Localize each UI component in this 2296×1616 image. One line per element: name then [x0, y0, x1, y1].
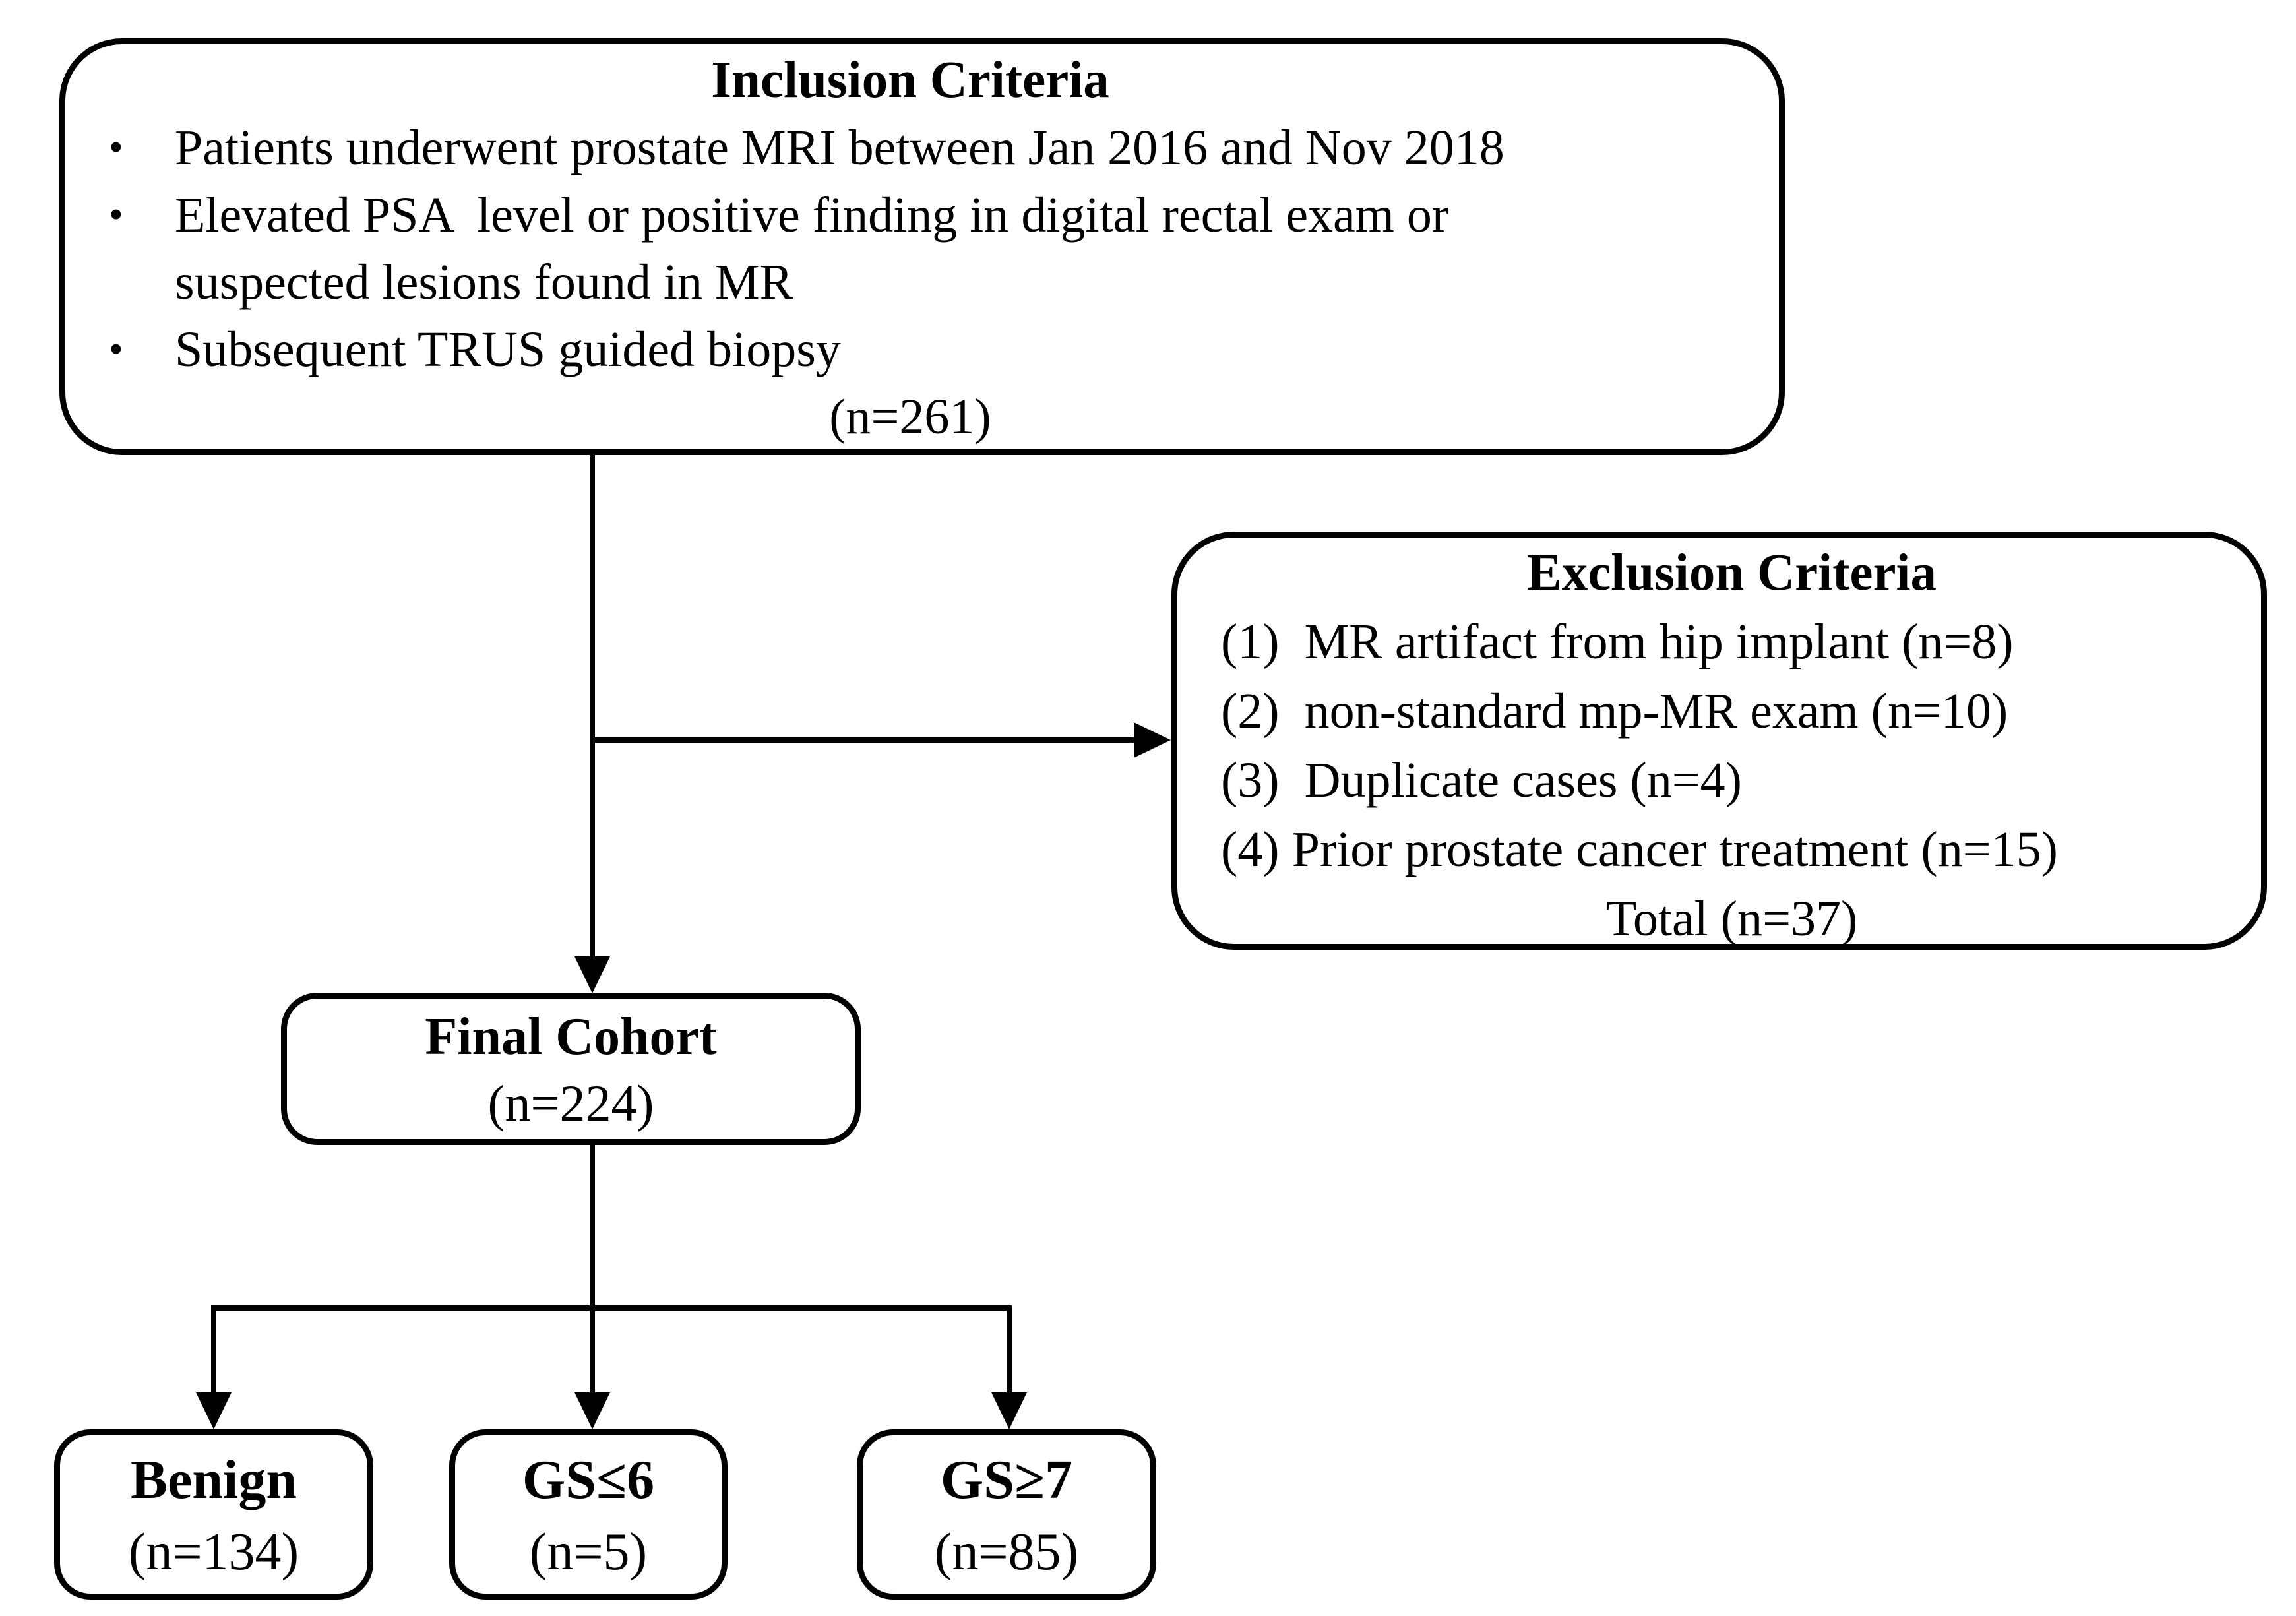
inclusion-bullet-text: Patients underwent prostate MRI between …	[175, 120, 1505, 175]
arrowhead-down-icon	[991, 1392, 1027, 1429]
inclusion-bullet-row: • Subsequent TRUS guided biopsy	[65, 316, 1755, 383]
inclusion-bullet-row: • Elevated PSA level or positive finding…	[65, 181, 1755, 316]
connector-to-benign	[211, 1305, 216, 1394]
inclusion-bullet-text: Elevated PSA level or positive finding i…	[175, 187, 1449, 310]
exclusion-total: Total (n=37)	[1605, 891, 1858, 947]
outcome-box-gs-le-6: GS≤6 (n=5)	[449, 1429, 728, 1600]
final-cohort-count: (n=224)	[487, 1074, 654, 1132]
outcome-box-gs-ge-7: GS≥7 (n=85)	[857, 1429, 1156, 1600]
connector-inclusion-to-final	[590, 454, 595, 959]
final-cohort-title: Final Cohort	[425, 1007, 717, 1066]
connector-to-gs-le-6	[590, 1311, 595, 1394]
inclusion-bullet-text: Subsequent TRUS guided biopsy	[175, 322, 841, 377]
connector-split-bar	[211, 1305, 1012, 1311]
exclusion-title: Exclusion Criteria	[1527, 544, 1937, 602]
inclusion-title: Inclusion Criteria	[711, 51, 1109, 109]
connector-to-exclusion	[590, 737, 1136, 743]
final-cohort-box: Final Cohort (n=224)	[281, 993, 861, 1145]
exclusion-item: (1) MR artifact from hip implant (n=8)	[1221, 614, 2014, 669]
exclusion-item: (4) Prior prostate cancer treatment (n=1…	[1221, 822, 2058, 877]
arrowhead-right-icon	[1134, 722, 1171, 758]
inclusion-criteria-box: Inclusion Criteria • Patients underwent …	[59, 38, 1785, 455]
inclusion-count: (n=261)	[829, 389, 991, 445]
arrowhead-down-icon	[574, 956, 610, 993]
connector-final-to-split	[590, 1144, 595, 1311]
connector-to-gs-ge-7	[1007, 1305, 1012, 1394]
outcome-label-benign: Benign	[130, 1449, 297, 1510]
inclusion-bullet-row: • Patients underwent prostate MRI betwee…	[65, 114, 1755, 181]
outcome-box-benign: Benign (n=134)	[54, 1429, 373, 1600]
bullet-icon: •	[109, 125, 123, 170]
outcome-count-gs-ge-7: (n=85)	[934, 1523, 1079, 1581]
outcome-label-gs-le-6: GS≤6	[522, 1449, 655, 1510]
outcome-count-gs-le-6: (n=5)	[529, 1523, 648, 1581]
exclusion-item: (2) non-standard mp-MR exam (n=10)	[1221, 683, 2008, 739]
outcome-label-gs-ge-7: GS≥7	[940, 1449, 1073, 1510]
arrowhead-down-icon	[196, 1392, 232, 1429]
bullet-icon: •	[109, 327, 123, 372]
exclusion-criteria-box: Exclusion Criteria (1) MR artifact from …	[1171, 532, 2267, 950]
outcome-count-benign: (n=134)	[128, 1523, 299, 1581]
bullet-icon: •	[109, 193, 123, 237]
exclusion-item: (3) Duplicate cases (n=4)	[1221, 753, 1742, 808]
arrowhead-down-icon	[574, 1392, 610, 1429]
